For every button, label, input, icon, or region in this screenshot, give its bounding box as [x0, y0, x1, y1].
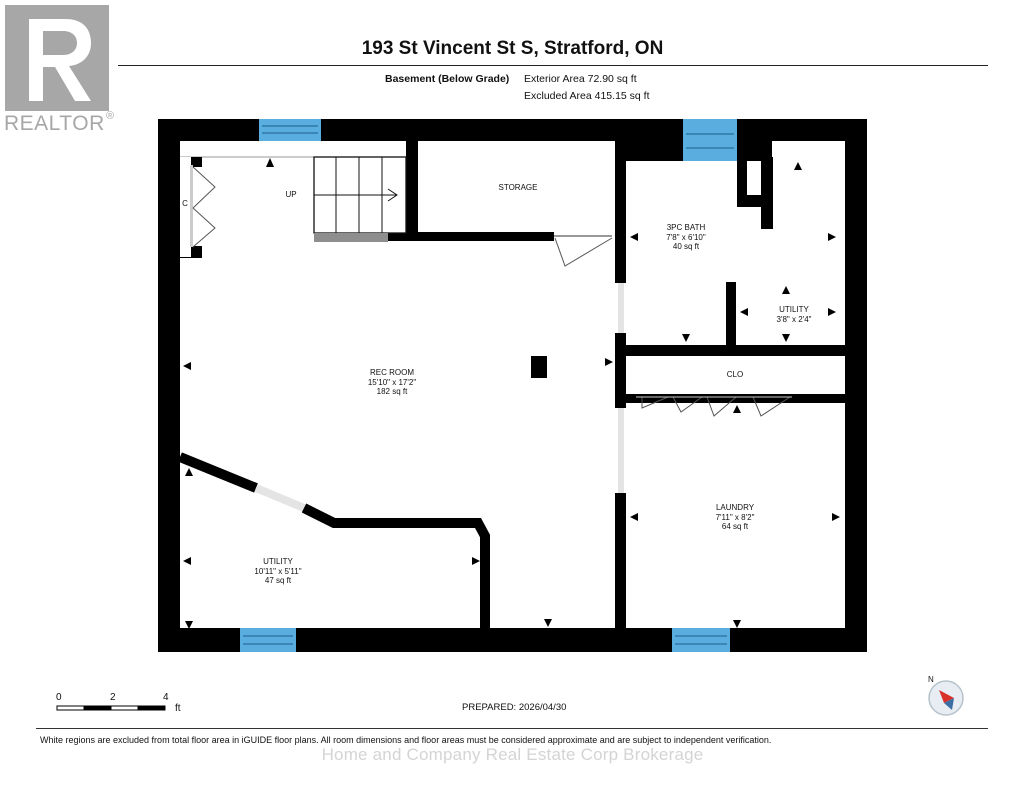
room-area: 182 sq ft	[376, 387, 408, 396]
laundry-label: LAUNDRY 7'11" x 8'2" 64 sq ft	[685, 503, 785, 532]
realtor-logo: REALTOR ®	[0, 0, 125, 140]
interior-walls	[178, 141, 845, 630]
compass-north-label: N	[928, 675, 934, 684]
dimension-arrows	[183, 158, 840, 629]
doors	[192, 166, 792, 417]
utility-large-label: UTILITY 10'11" x 5'11" 47 sq ft	[228, 557, 328, 586]
windows	[240, 119, 737, 652]
scale-tick-0: 0	[56, 692, 62, 703]
room-name: 3PC BATH	[666, 223, 706, 232]
scale-graphic	[56, 705, 166, 711]
level-label: Basement (Below Grade)	[385, 73, 510, 85]
scale-bar: 0 2 4 ft	[55, 690, 195, 720]
excluded-area: Excluded Area 415.15 sq ft	[524, 90, 650, 102]
stairs-up-label: UP	[285, 190, 297, 199]
north-compass-icon: N	[924, 675, 968, 720]
rec-room-label: REC ROOM 15'10" x 17'2" 182 sq ft	[342, 368, 442, 397]
closet-small-label: C	[182, 199, 188, 208]
room-dims: 7'8" x 6'10"	[666, 232, 706, 242]
bath-label: 3PC BATH 7'8" x 6'10" 40 sq ft	[636, 223, 736, 252]
utility-small-label: UTILITY 3'8" x 2'4"	[756, 305, 832, 324]
room-name: UTILITY	[779, 305, 809, 314]
footer-rule	[36, 728, 988, 729]
room-area: 64 sq ft	[721, 522, 749, 531]
room-name: LAUNDRY	[715, 503, 755, 512]
brokerage-watermark: Home and Company Real Estate Corp Broker…	[321, 745, 704, 764]
scale-tick-4: 4	[163, 692, 169, 703]
realtor-wordmark: REALTOR	[4, 112, 105, 135]
room-name: REC ROOM	[370, 368, 414, 377]
room-dims: 15'10" x 17'2"	[367, 377, 417, 387]
realtor-registered-mark: ®	[106, 110, 115, 122]
closet-label: CLO	[726, 370, 744, 379]
room-dims: 3'8" x 2'4"	[776, 314, 812, 324]
room-dims: 7'11" x 8'2"	[715, 512, 755, 522]
room-area: 40 sq ft	[672, 242, 700, 251]
prepared-date: PREPARED: 2026/04/30	[462, 702, 567, 713]
exterior-area: Exterior Area 72.90 sq ft	[524, 73, 637, 85]
title-rule	[118, 65, 988, 66]
room-dims: 10'11" x 5'11"	[254, 566, 302, 576]
realtor-r-icon	[5, 5, 109, 111]
room-area: 47 sq ft	[264, 576, 292, 585]
scale-unit: ft	[175, 703, 181, 714]
scale-tick-2: 2	[110, 692, 116, 703]
storage-label: STORAGE	[498, 183, 538, 192]
footnote: White regions are excluded from total fl…	[40, 735, 772, 745]
page-title: 193 St Vincent St S, Stratford, ON	[361, 38, 664, 59]
room-name: UTILITY	[263, 557, 293, 566]
stairs	[313, 156, 407, 242]
